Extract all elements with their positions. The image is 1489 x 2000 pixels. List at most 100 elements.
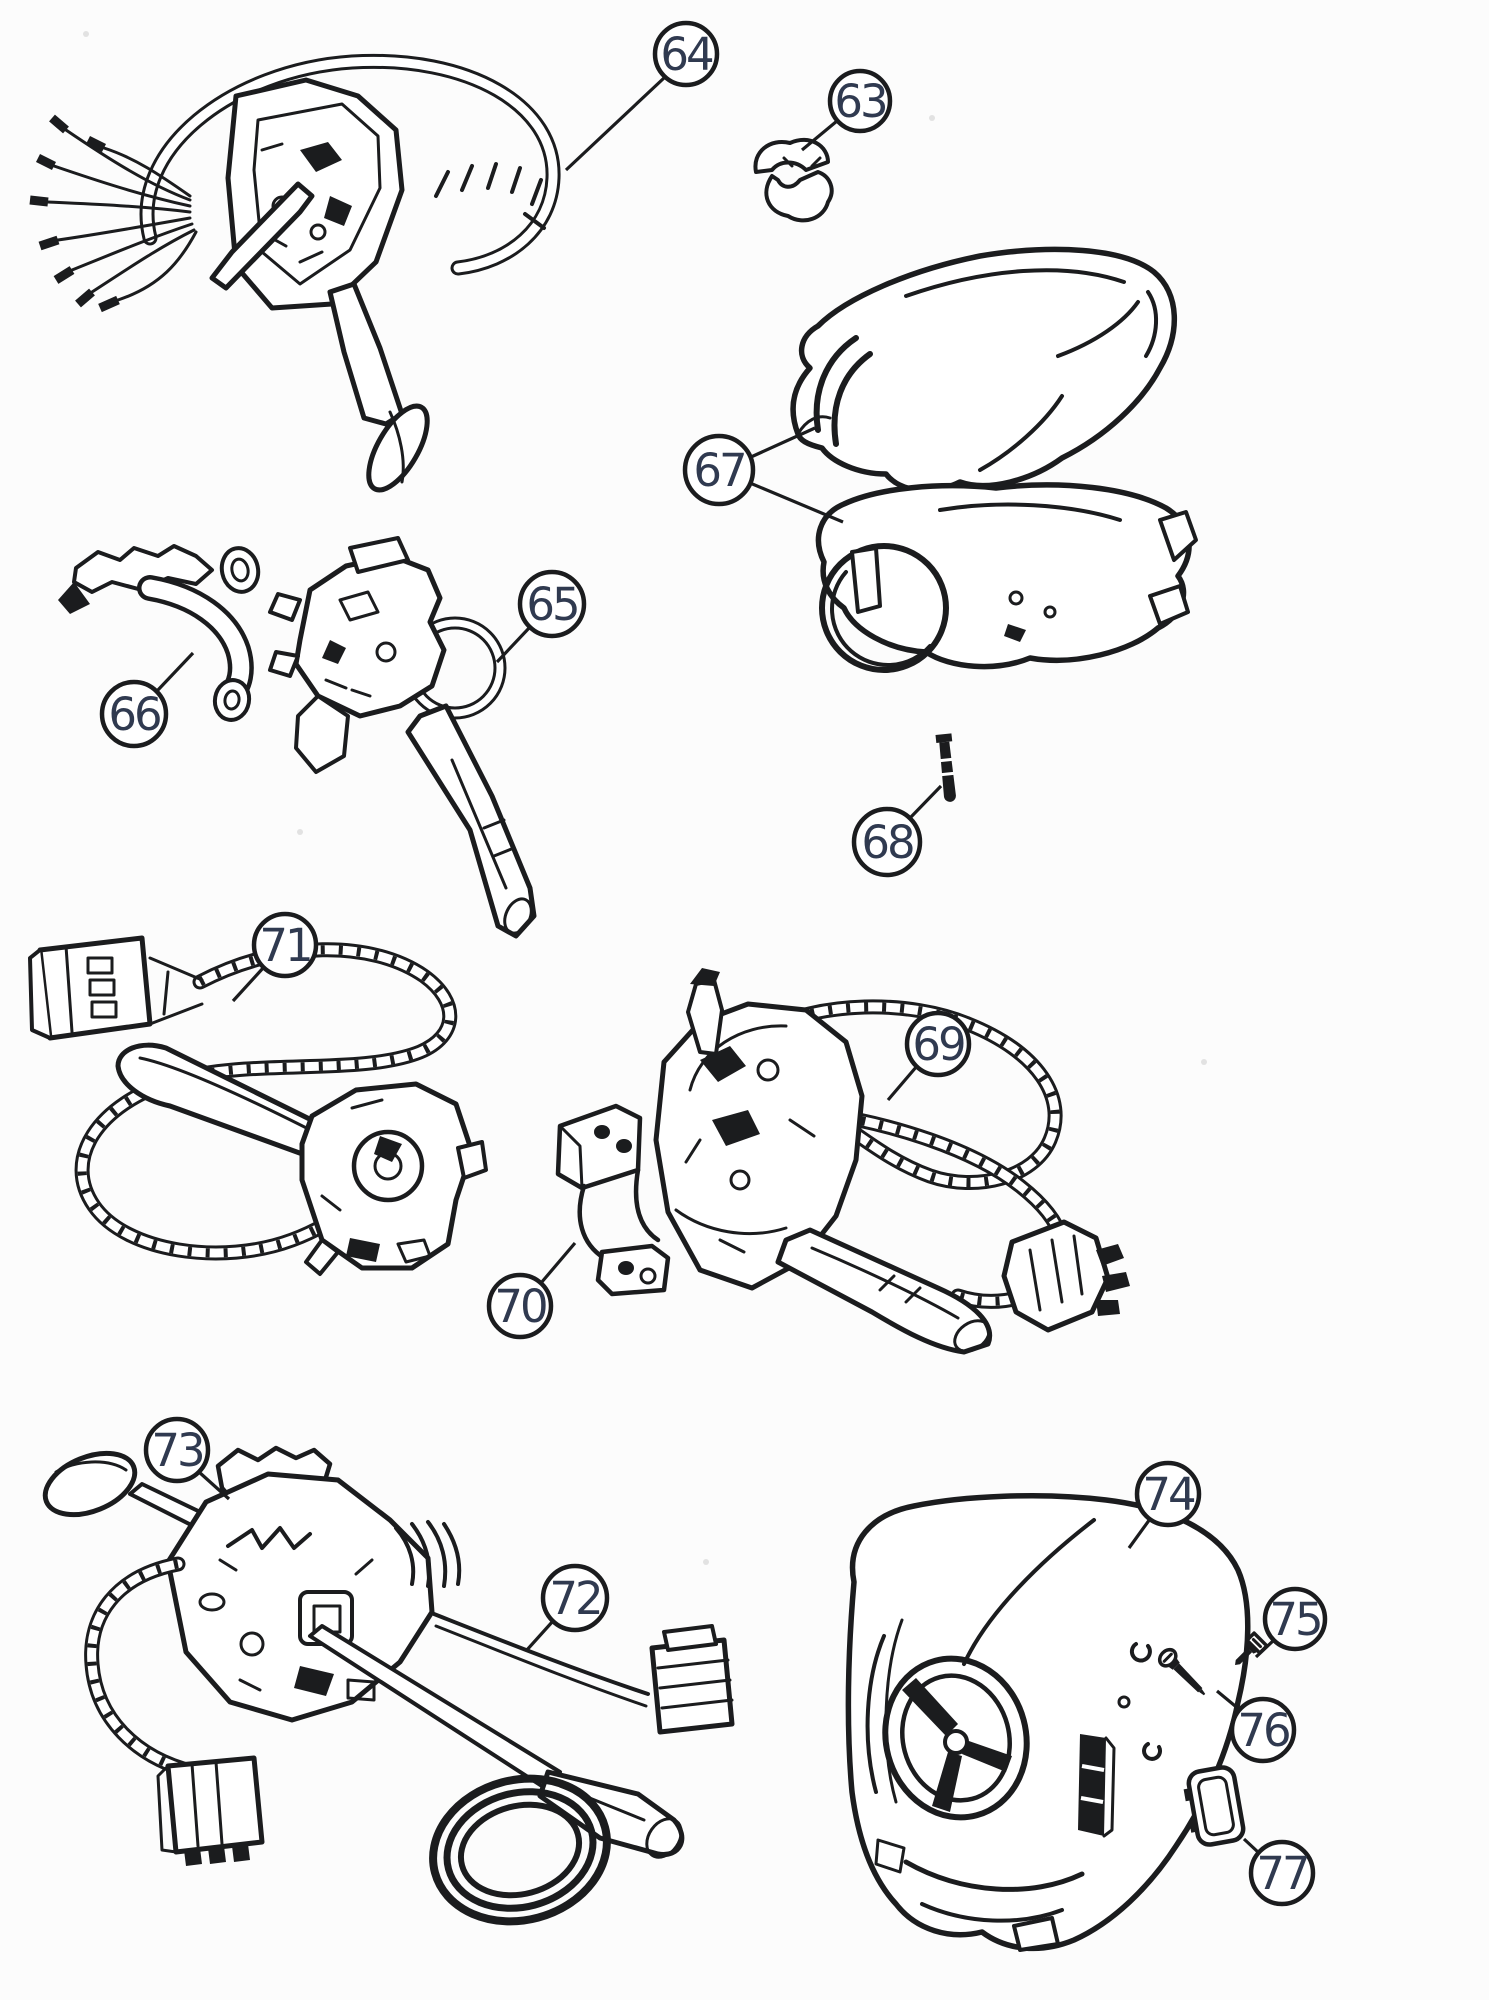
callout-65: 65 xyxy=(495,569,587,664)
left-harness-band xyxy=(84,1556,202,1780)
callout-circle xyxy=(251,911,319,979)
part-74-lower-cowl xyxy=(845,1492,1251,1952)
callout-number: 76 xyxy=(1237,1704,1289,1757)
stalk-lever xyxy=(405,703,537,939)
callouts-layer: 64 63 67 66 65 68 71 69 70 73 72 74 75 76 77 xyxy=(99,20,1328,1907)
wire-coil xyxy=(429,1774,611,1926)
callout-73: 73 xyxy=(143,1416,231,1501)
dimmer-stalk xyxy=(209,181,315,291)
switch-body xyxy=(268,536,447,774)
screw-hole-lower xyxy=(1142,1742,1162,1761)
callout-leader xyxy=(231,965,266,1003)
callout-circle xyxy=(540,1563,610,1633)
callout-leader xyxy=(564,76,666,172)
callout-leader xyxy=(539,1241,577,1285)
callout-77: 77 xyxy=(1242,1837,1316,1907)
part-64-combination-switch xyxy=(29,53,561,493)
upper-eyelet xyxy=(219,546,261,594)
cowl-seam xyxy=(962,1518,1096,1666)
lower-cowl-half xyxy=(815,482,1198,673)
callout-number: 73 xyxy=(151,1424,203,1477)
part-63-clamp xyxy=(753,137,834,223)
callout-70: 70 xyxy=(486,1241,577,1340)
callout-circle xyxy=(486,1272,554,1340)
callout-leader xyxy=(524,1619,555,1653)
callout-leader xyxy=(1127,1518,1152,1549)
callout-leader xyxy=(749,481,844,524)
callout-number: 63 xyxy=(834,75,886,128)
stalk-lever xyxy=(775,1227,993,1355)
part-65-switch xyxy=(268,536,537,939)
part-72-73-switch-assembly xyxy=(42,1445,735,1926)
part-67-column-cowl xyxy=(790,246,1198,673)
switch-body xyxy=(299,1081,488,1276)
instrument-opening xyxy=(882,1655,1030,1821)
wire-splay xyxy=(29,114,198,313)
callout-64: 64 xyxy=(564,20,720,172)
callout-circle xyxy=(1248,1839,1316,1907)
callout-75: 75 xyxy=(1254,1586,1328,1659)
callout-number: 65 xyxy=(526,578,577,631)
callout-74: 74 xyxy=(1127,1460,1202,1549)
callout-circle xyxy=(827,68,893,134)
callout-number: 67 xyxy=(693,444,744,497)
part-71-switch-harness xyxy=(28,935,488,1276)
screw-hole-upper xyxy=(1129,1642,1152,1663)
callout-circle xyxy=(1262,1586,1328,1652)
left-foot xyxy=(58,582,90,614)
callout-circle xyxy=(143,1416,211,1484)
paper-specks xyxy=(83,31,1207,1565)
callout-number: 77 xyxy=(1256,1847,1307,1900)
callout-leader xyxy=(800,119,839,152)
callout-number: 68 xyxy=(861,816,913,869)
callout-circle xyxy=(904,1010,972,1078)
callout-number: 74 xyxy=(1142,1468,1195,1521)
callout-number: 69 xyxy=(912,1018,964,1071)
part-68-screw xyxy=(935,733,956,802)
callout-number: 66 xyxy=(108,688,160,741)
callout-number: 75 xyxy=(1269,1593,1320,1646)
wheel-spokes xyxy=(902,1678,1012,1812)
switch-body xyxy=(225,77,405,311)
upper-cowl-half xyxy=(790,246,1178,494)
callout-circle xyxy=(517,569,587,639)
side-tab xyxy=(1078,1734,1116,1838)
callout-63: 63 xyxy=(800,68,893,152)
clamp-jaws xyxy=(72,544,214,594)
lower-eyelet xyxy=(212,678,252,722)
callout-67: 67 xyxy=(682,426,844,524)
upper-right-connector xyxy=(432,1612,735,1735)
callout-number: 64 xyxy=(660,28,713,81)
callout-leader xyxy=(1215,1689,1242,1712)
connector xyxy=(28,935,204,1041)
callout-leader xyxy=(908,784,943,820)
callout-leader xyxy=(155,651,195,693)
callout-circle xyxy=(1134,1460,1202,1528)
stalk-72 xyxy=(308,1624,685,1859)
part-66-bracket xyxy=(58,544,261,722)
callout-66: 66 xyxy=(99,651,195,749)
callout-circle xyxy=(1229,1696,1297,1764)
signal-stalk xyxy=(327,281,430,493)
callout-circle xyxy=(851,806,923,878)
callout-leader xyxy=(886,1064,919,1102)
callout-76: 76 xyxy=(1215,1689,1297,1764)
callout-number: 70 xyxy=(494,1280,546,1333)
callout-69: 69 xyxy=(886,1010,972,1102)
callout-leader xyxy=(1254,1638,1276,1659)
part-76-screw xyxy=(1157,1647,1206,1696)
banded-harness-upper xyxy=(752,999,1063,1190)
callout-leader xyxy=(1242,1837,1261,1855)
part-77-grommet xyxy=(1183,1765,1246,1847)
part-69-switch-harness xyxy=(653,968,1130,1355)
callout-leader xyxy=(750,426,816,459)
callout-leader xyxy=(495,625,532,664)
connector xyxy=(1001,1219,1130,1333)
lower-connector xyxy=(156,1755,265,1866)
switch-body xyxy=(653,968,865,1291)
callout-circle xyxy=(682,433,756,507)
callout-number: 71 xyxy=(259,919,310,972)
callout-number: 72 xyxy=(549,1572,600,1625)
